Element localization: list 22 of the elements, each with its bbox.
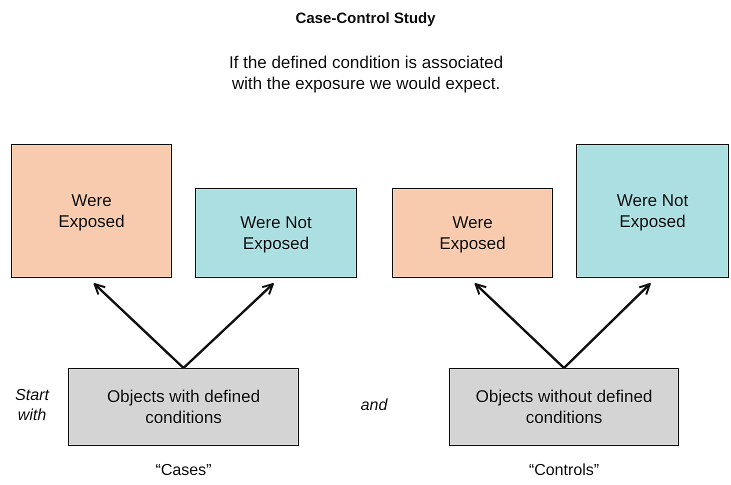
arrow (182, 283, 274, 369)
outcome-box (195, 188, 357, 278)
outcome-box (11, 144, 172, 278)
group-box (449, 368, 679, 446)
group-caption: “Controls” (528, 462, 600, 480)
box-text: Were Exposed (438, 212, 507, 254)
box-text: Were Exposed (57, 190, 126, 232)
box-text: Objects without defined conditions (474, 386, 654, 428)
box-text: Objects with defined conditions (106, 386, 262, 428)
group-caption: “Cases” (154, 462, 212, 480)
outcome-box (392, 188, 553, 278)
side-note: Start with (14, 386, 50, 426)
label-note: If the defined condition is associated with the exposure we would expect. (228, 52, 504, 94)
group-box (68, 368, 299, 446)
title: Case-Control Study (294, 10, 436, 27)
arrow (474, 283, 565, 369)
box-text: Were Not Exposed (239, 212, 313, 254)
arrow (94, 283, 184, 369)
box-text: Were Not Exposed (616, 190, 690, 232)
side-note: and (360, 396, 389, 416)
arrow (563, 283, 651, 369)
outcome-box (576, 144, 729, 278)
